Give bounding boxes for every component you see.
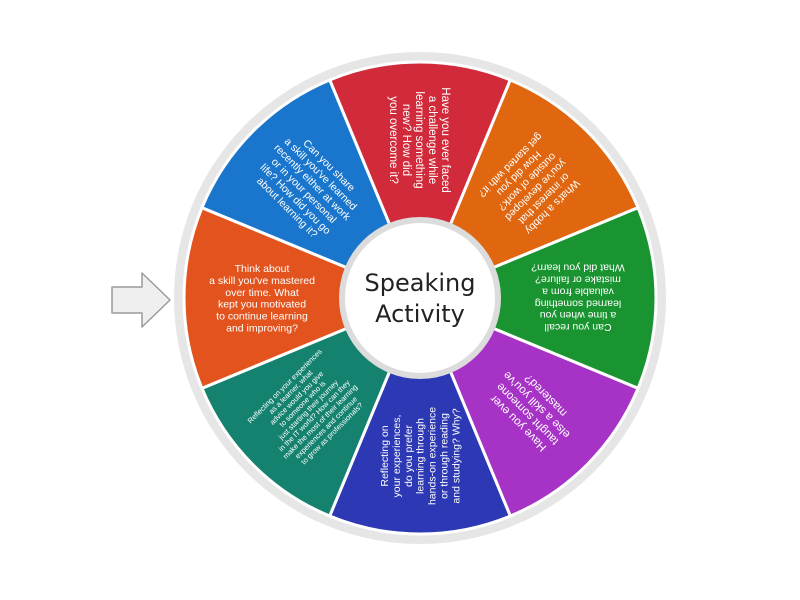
- arrow-right-icon: [111, 272, 171, 328]
- hub-title-line-2: Activity: [375, 300, 465, 328]
- segment-prompt-line: hands-on experience: [427, 407, 439, 505]
- segment-prompt: Can you recalla time when youlearned som…: [531, 262, 625, 333]
- segment-prompt-line: a skill you've mastered: [209, 275, 315, 287]
- segment-prompt-line: and studying? Why?: [450, 408, 462, 503]
- segment-prompt: Reflecting onyour experiences,do you pre…: [379, 407, 462, 505]
- segment-prompt-line: a challenge while: [426, 96, 438, 184]
- segment-prompt-line: What did you learn?: [531, 262, 625, 274]
- segment-prompt-line: you overcome it?: [387, 96, 399, 184]
- segment-prompt-line: learned something: [535, 297, 622, 309]
- segment-prompt-line: learning something: [413, 91, 425, 188]
- segment-prompt-line: Have you ever faced: [439, 87, 451, 192]
- segment-prompt-line: and improving?: [226, 322, 298, 334]
- segment-prompt-line: Reflecting on: [379, 425, 391, 486]
- segment-prompt-line: Can you recall: [544, 321, 611, 333]
- segment-prompt-line: to continue learning: [216, 310, 308, 322]
- segment-prompt-line: or through reading: [438, 413, 450, 499]
- segment-prompt-line: do you prefer: [403, 425, 415, 487]
- wheel-hub[interactable]: [345, 223, 495, 373]
- segment-prompt-line: your experiences,: [391, 415, 403, 498]
- segment-prompt: Have you ever faceda challenge whilelear…: [387, 87, 451, 192]
- segment-prompt-line: a time when you: [540, 309, 617, 321]
- segment-prompt-line: new? How did: [400, 104, 412, 176]
- segment-prompt-line: learning through: [415, 418, 427, 494]
- segment-prompt-line: kept you motivated: [218, 299, 306, 311]
- hub-title-line-1: Speaking: [365, 269, 476, 297]
- segment-prompt-line: mistake or failure?: [535, 274, 621, 286]
- segment-prompt-line: over time. What: [225, 287, 299, 299]
- wheel-segments[interactable]: Have you ever faceda challenge whilelear…: [182, 60, 658, 536]
- segment-prompt-line: valuable from a: [542, 285, 614, 297]
- segment-prompt-line: Think about: [235, 263, 290, 275]
